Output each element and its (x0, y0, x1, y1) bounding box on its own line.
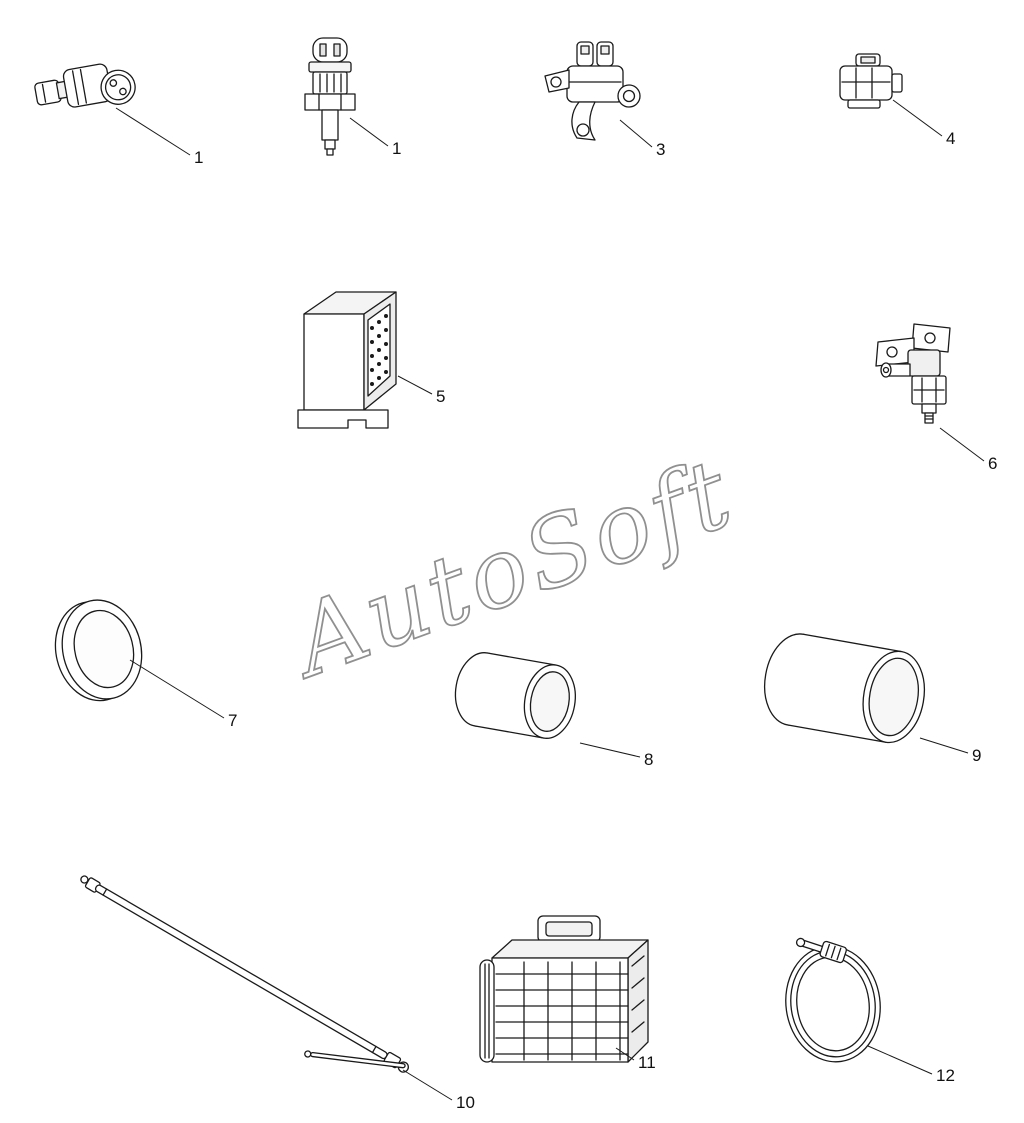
callout-1b[interactable]: 1 (392, 139, 401, 158)
part-plug-sensor[interactable] (33, 59, 138, 119)
part-temperature-sensor[interactable] (304, 37, 356, 156)
leader-line (615, 1047, 635, 1061)
part-bracket-mounted-sensor[interactable] (544, 41, 641, 141)
leader-line (939, 427, 985, 462)
callout-8[interactable]: 8 (644, 750, 653, 769)
leader-line (402, 1069, 453, 1101)
part-tube-assembly[interactable] (78, 873, 410, 1073)
part-wiring-connector-block[interactable] (479, 915, 649, 1063)
callout-12[interactable]: 12 (936, 1066, 955, 1085)
leader-line (619, 119, 653, 148)
part-sleeve-small[interactable] (450, 649, 581, 743)
leader-line (892, 99, 943, 137)
pin-grid (370, 314, 388, 386)
leader-line (129, 659, 225, 719)
callout-7[interactable]: 7 (228, 711, 237, 730)
part-relay-module[interactable] (297, 291, 397, 429)
callout-5[interactable]: 5 (436, 387, 445, 406)
leader-line (579, 742, 641, 758)
leader-line (867, 1045, 933, 1075)
leader-line (919, 737, 969, 754)
callout-3[interactable]: 3 (656, 140, 665, 159)
callout-9[interactable]: 9 (972, 746, 981, 765)
leader-lines (115, 99, 985, 1101)
part-sensor-with-mounting-bracket[interactable] (875, 323, 951, 424)
part-v-band-clamp[interactable] (778, 933, 887, 1068)
part-seal-ring[interactable] (45, 592, 152, 710)
callout-10[interactable]: 10 (456, 1093, 475, 1112)
callout-11[interactable]: 11 (638, 1053, 656, 1072)
callout-1a[interactable]: 1 (194, 148, 203, 167)
callout-4[interactable]: 4 (946, 129, 955, 148)
leader-line (397, 375, 433, 395)
leader-line (115, 107, 191, 156)
part-sleeve-large[interactable] (758, 629, 932, 747)
part-small-connector[interactable] (839, 53, 903, 109)
callout-6[interactable]: 6 (988, 454, 997, 473)
leader-line (349, 117, 389, 147)
